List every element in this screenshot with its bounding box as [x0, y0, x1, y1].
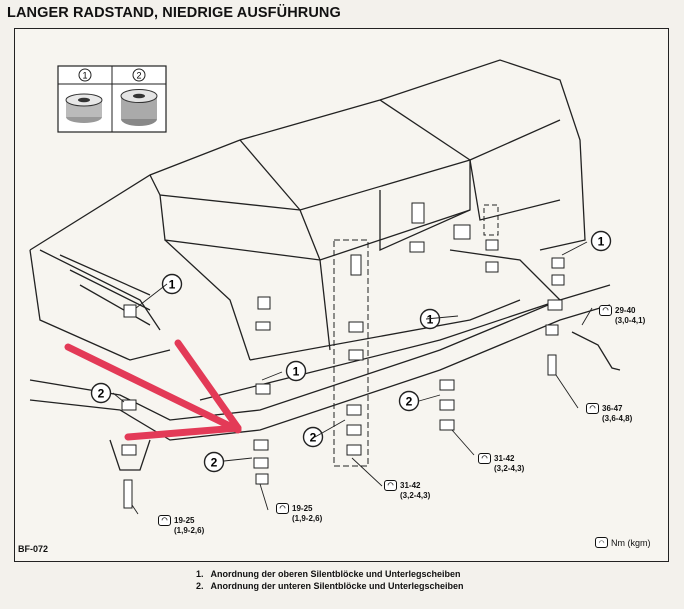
callout-circle [90, 382, 112, 404]
callout-circle [302, 426, 324, 448]
highlight-arrows [64, 339, 242, 441]
page-title: LANGER RADSTAND, NIEDRIGE AUSFÜHRUNG [7, 5, 341, 21]
note-item: 2. Anordnung der unteren Silentblöcke un… [196, 581, 464, 591]
inset-box: 1 2 [57, 65, 167, 133]
bushing-upper-icon [65, 93, 103, 123]
torque-label: ◠19-25 (1,9-2,6) [276, 503, 322, 524]
mount-stack-middle [333, 239, 369, 467]
wrench-icon: ◠ [384, 480, 397, 491]
callout-number: 2 [406, 395, 413, 409]
bushing-lower-icon [120, 89, 158, 126]
mount-stack-rear-center [409, 202, 471, 431]
callout-number: 2 [310, 431, 317, 445]
callout-circle [285, 360, 307, 382]
wrench-icon: ◠ [595, 537, 608, 548]
wrench-icon: ◠ [478, 453, 491, 464]
callout-number: 1 [427, 313, 434, 327]
callout-number: 1 [169, 278, 176, 292]
unit-legend: ◠ Nm (kgm) [595, 537, 651, 548]
callout-number: 1 [598, 235, 605, 249]
wrench-icon: ◠ [158, 515, 171, 526]
wrench-icon: ◠ [276, 503, 289, 514]
note-item: 1. Anordnung der oberen Silentblöcke und… [196, 569, 461, 579]
mount-stack-front-right [253, 296, 271, 485]
callout-circle [161, 273, 183, 295]
torque-label: ◠31-42 (3,2-4,3) [384, 480, 430, 501]
mount-stack-rear [483, 204, 621, 376]
figure-code: BF-072 [18, 544, 49, 554]
notes-list: 1. Anordnung der oberen Silentblöcke und… [196, 568, 464, 592]
callout-circle [398, 390, 420, 412]
callouts: 1 1 1 1 2 2 2 2 [90, 230, 612, 473]
torque-label: ◠31-42 (3,2-4,3) [478, 453, 524, 474]
torque-label: ◠19-25 (1,9-2,6) [158, 515, 204, 536]
callout-number: 1 [293, 365, 300, 379]
leader-lines [112, 241, 593, 515]
callout-circle [590, 230, 612, 252]
torque-label: ◠36-47 (3,6-4,8) [586, 403, 632, 424]
callout-number: 2 [211, 456, 218, 470]
callout-number: 2 [98, 387, 105, 401]
inset-label-1: 1 [82, 71, 87, 81]
wrench-icon: ◠ [586, 403, 599, 414]
callout-circle [203, 451, 225, 473]
wrench-icon: ◠ [599, 305, 612, 316]
mount-stack-front-left [121, 304, 137, 509]
torque-label: ◠29-40 (3,0-4,1) [599, 305, 645, 326]
vehicle-body [29, 59, 586, 401]
inset-label-2: 2 [136, 71, 141, 81]
